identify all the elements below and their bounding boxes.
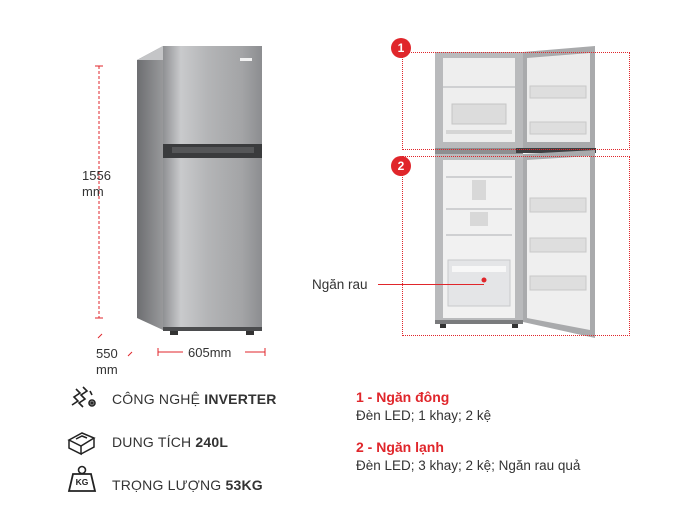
dimension-lines [95,65,266,357]
brand-logo-mark [240,58,252,61]
fridge-closed-illustration [137,46,262,335]
spec-inverter-label: CÔNG NGHỆ [112,391,205,407]
zone-2-desc: Đèn LED; 3 khay; 2 kệ; Ngăn rau quả [356,458,581,473]
spec-capacity-icon [66,428,98,461]
zone-1-title: 1 - Ngăn đông [356,389,450,405]
veg-drawer-marker [481,277,487,283]
spec-weight-icon [67,464,97,499]
veg-drawer-callout: Ngăn rau [312,277,368,292]
zone-badge-1: 1 [391,38,411,58]
capacity-icon [67,432,96,456]
spec-inverter-value: INVERTER [204,391,277,407]
weight-icon [67,465,97,492]
width-dimension: 605mm [188,345,232,360]
freezer-zone-box [402,52,630,150]
weight-icon-text: KG [75,477,89,487]
spec-weight-value: 53KG [225,477,263,493]
spec-weight-label: TRỌNG LƯỢNG [112,477,226,493]
zone-1-desc: Đèn LED; 1 khay; 2 kệ [356,408,492,423]
spec-capacity: DUNG TÍCH 240L [112,434,228,450]
inverter-icon [71,386,96,408]
zone-2-title: 2 - Ngăn lạnh [356,439,444,455]
spec-inverter-icon [68,385,98,418]
fridge-open-illustration [435,46,596,338]
height-value: 1556 [82,168,111,183]
spec-capacity-label: DUNG TÍCH [112,434,196,450]
fridge-zone-box [402,156,630,336]
spec-capacity-value: 240L [195,434,229,450]
depth-dimension: 550 mm [96,346,118,378]
height-unit: mm [82,184,104,199]
depth-value: 550 [96,346,118,361]
depth-unit: mm [96,362,118,377]
callout-line [378,284,484,285]
spec-weight: TRỌNG LƯỢNG 53KG [112,477,263,493]
height-dimension: 1556 mm [82,168,111,200]
zone-badge-2: 2 [391,156,411,176]
spec-inverter: CÔNG NGHỆ INVERTER [112,391,277,407]
